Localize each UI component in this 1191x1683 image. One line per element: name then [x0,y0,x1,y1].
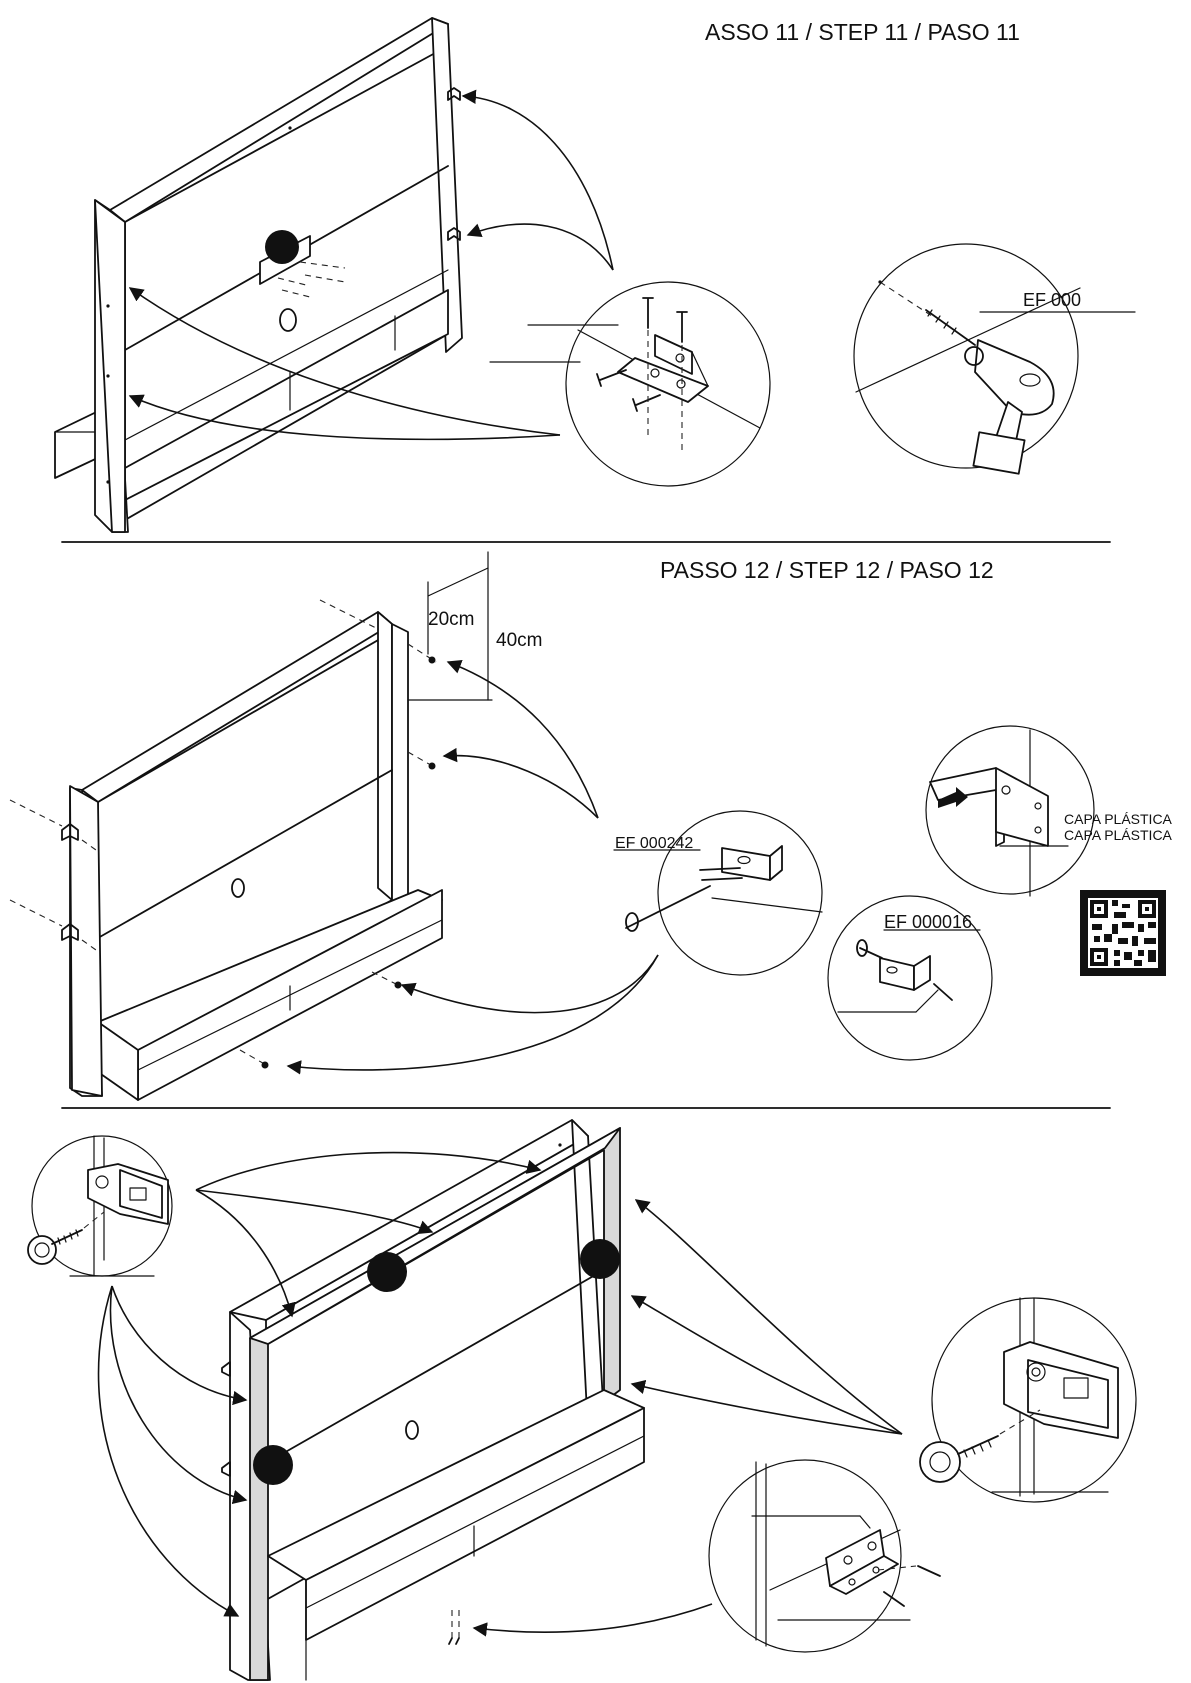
step-13-corner-detail-right [920,1298,1136,1502]
plastic-cap-label-2: CAPA PLÁSTICA [1064,827,1173,843]
dimension-20cm: 20cm [428,609,474,630]
step-11-drill-detail: EF 000 [854,244,1135,474]
step-13-furniture-illustration [222,1120,644,1680]
step-13-corner-detail-left [28,1136,172,1276]
step-12-part-label-b: EF 000016 [884,912,972,932]
step-12-section: PASSO 12 / STEP 12 / PASO 12 [10,552,1173,1108]
step-12-plastic-cap-detail: CAPA PLÁSTICA CAPA PLÁSTICA [926,726,1173,896]
qr-code-icon [1080,890,1166,976]
plastic-cap-label-1: CAPA PLÁSTICA [1064,811,1173,827]
step-11-part-label: EF 000 [1023,290,1081,310]
step-12-furniture-illustration: 20cm 40cm [10,552,542,1100]
step-11-title: ASSO 11 / STEP 11 / PASO 11 [705,19,1020,45]
step-11-section: ASSO 11 / STEP 11 / PASO 11 [55,18,1135,542]
step-13-bottom-bracket-detail [709,1460,940,1652]
step-12-bracket-detail: EF 000016 [828,896,992,1060]
step-12-part-label-a: EF 000242 [615,835,693,852]
step-13-section [28,1120,1136,1680]
step-12-title: PASSO 12 / STEP 12 / PASO 12 [660,557,994,583]
step-11-bracket-detail [490,282,770,486]
step-12-anchor-detail: EF 000242 [614,811,822,975]
step-11-furniture-illustration [55,18,462,532]
dimension-40cm: 40cm [496,630,542,651]
